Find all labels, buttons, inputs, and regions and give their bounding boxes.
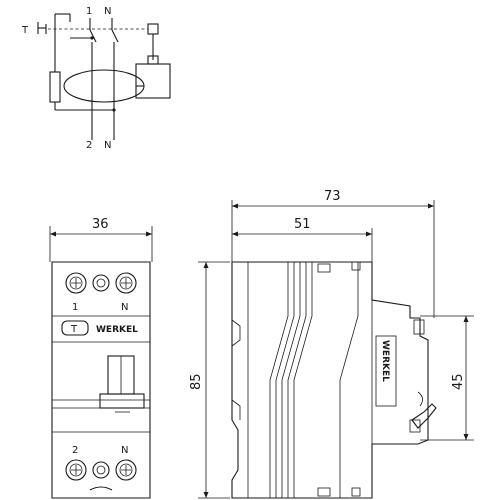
dim-height-value: 85 <box>189 373 204 390</box>
top-terminal-screw-1-inner <box>69 276 83 290</box>
din-clip <box>89 486 113 491</box>
rail-latch[interactable] <box>411 403 437 429</box>
side-housing <box>231 261 429 499</box>
bottom-terminal-screw-2 <box>65 459 87 481</box>
side-brand-panel <box>375 335 397 407</box>
lever-base <box>99 393 145 409</box>
bottom-indicator-window <box>92 461 110 479</box>
front-notch-bottom <box>231 399 241 420</box>
rib-4 <box>287 262 307 498</box>
front-notch-top <box>231 319 241 347</box>
front-terminal-n-bottom: N <box>121 445 128 456</box>
bottom-terminal-n-label: N <box>104 140 111 151</box>
dim-45-value: 45 <box>451 373 466 390</box>
top-terminal-screw-1 <box>65 272 87 294</box>
electronic-module <box>135 63 171 99</box>
top-tab-2 <box>351 261 361 271</box>
test-label: T <box>21 25 29 36</box>
circuit-schematic: T 1 N 2 <box>21 6 171 151</box>
height-dimension: 85 <box>189 261 230 499</box>
front-terminal-2: 2 <box>72 445 78 456</box>
rib-3 <box>281 262 301 498</box>
rib-2 <box>275 262 295 498</box>
neutral-switch <box>111 29 119 43</box>
latch-spring <box>417 391 423 407</box>
rail-clip-top <box>413 319 425 335</box>
top-tab <box>317 263 331 273</box>
phase-switch <box>89 29 97 43</box>
dim-51-value: 51 <box>294 217 311 232</box>
screw-cross-2 <box>121 278 131 288</box>
bottom-terminal-screw-n-inner <box>119 463 133 477</box>
front-terminal-n-top: N <box>121 302 128 313</box>
bottom-tab <box>317 487 331 497</box>
front-terminal-1: 1 <box>72 302 78 313</box>
top-terminal-screw-n <box>115 272 137 294</box>
screw-cross-4 <box>121 465 131 475</box>
junction-dot-2 <box>112 108 116 112</box>
bottom-indicator-inner <box>96 465 106 475</box>
front-body <box>51 261 151 499</box>
test-resistor <box>49 71 61 103</box>
bottom-tab-2 <box>351 487 361 497</box>
side-brand: WERKEL <box>380 340 390 382</box>
top-terminal-1-label: 1 <box>86 6 92 17</box>
test-button-label: T <box>70 324 78 335</box>
trip-relay-box <box>147 23 159 35</box>
bottom-terminal-screw-2-inner <box>69 463 83 477</box>
rear-contour <box>339 262 359 498</box>
side-view: 73 51 WERKEL <box>231 189 474 499</box>
junction-dot <box>90 36 94 40</box>
bottom-terminal-2-label: 2 <box>86 140 92 151</box>
top-terminal-screw-n-inner <box>119 276 133 290</box>
rib-5 <box>293 262 313 498</box>
top-indicator-window <box>92 274 110 292</box>
front-brand: WERKEL <box>96 325 138 335</box>
top-indicator-inner <box>96 278 106 288</box>
screw-cross-1 <box>71 278 81 288</box>
front-view: 36 1 N T WERKEL 2 N <box>49 217 153 499</box>
test-button[interactable] <box>61 320 89 336</box>
top-terminal-n-label: N <box>104 6 111 17</box>
screw-cross-3 <box>71 465 81 475</box>
rib-1 <box>269 262 289 498</box>
current-transformer <box>63 69 145 103</box>
dim-73-value: 73 <box>324 189 341 204</box>
rail-latch-base <box>409 419 421 433</box>
dim-width-value: 36 <box>92 217 109 232</box>
bottom-terminal-screw-n <box>115 459 137 481</box>
